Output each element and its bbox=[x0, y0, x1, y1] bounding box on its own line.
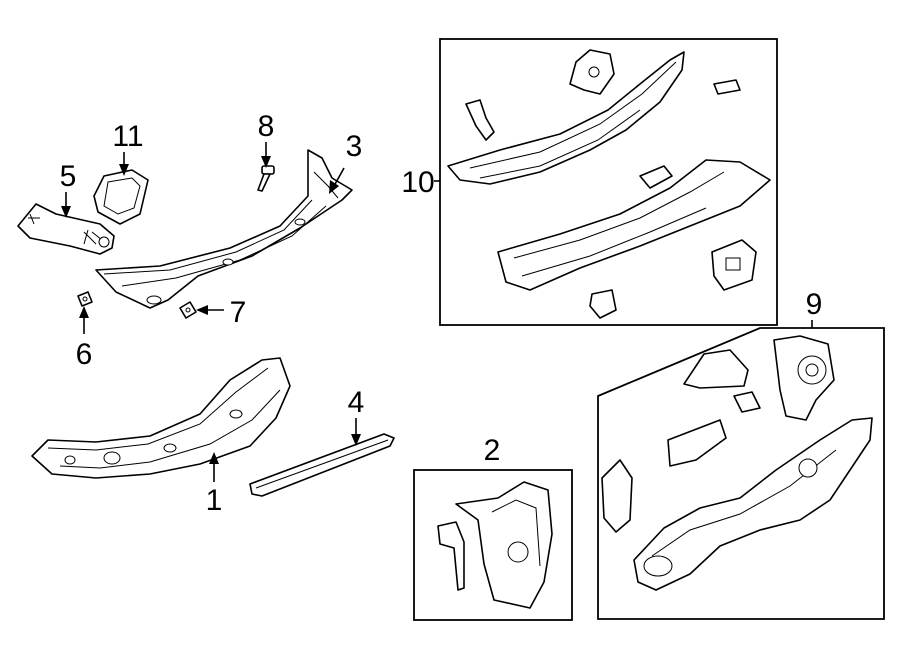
callout-6: 6 bbox=[76, 338, 93, 371]
callout-4: 4 bbox=[348, 386, 365, 419]
callout-1: 1 bbox=[206, 484, 223, 517]
box-10 bbox=[439, 38, 778, 326]
callout-9: 9 bbox=[806, 288, 823, 321]
callout-3: 3 bbox=[346, 130, 363, 163]
part-3-cowl-panel bbox=[95, 149, 353, 309]
callout-11: 11 bbox=[112, 120, 143, 153]
part-4-strip bbox=[249, 433, 395, 497]
part-1-lower-cowl bbox=[31, 357, 291, 479]
part-7-clip bbox=[179, 301, 197, 319]
callout-5: 5 bbox=[60, 160, 77, 193]
part-5-panel bbox=[17, 203, 115, 255]
box-9 bbox=[597, 327, 885, 620]
part-11-pad bbox=[93, 169, 149, 225]
callout-labels: 1 2 3 4 5 6 7 8 9 10 11 bbox=[60, 110, 823, 517]
part-6-clip bbox=[77, 291, 93, 307]
callout-7: 7 bbox=[230, 296, 247, 329]
box-2 bbox=[413, 469, 573, 621]
callout-8: 8 bbox=[258, 110, 275, 143]
leader-lines bbox=[61, 142, 813, 482]
part-8-bolt bbox=[257, 165, 275, 192]
callout-2: 2 bbox=[484, 434, 501, 467]
callout-10: 10 bbox=[401, 166, 434, 199]
